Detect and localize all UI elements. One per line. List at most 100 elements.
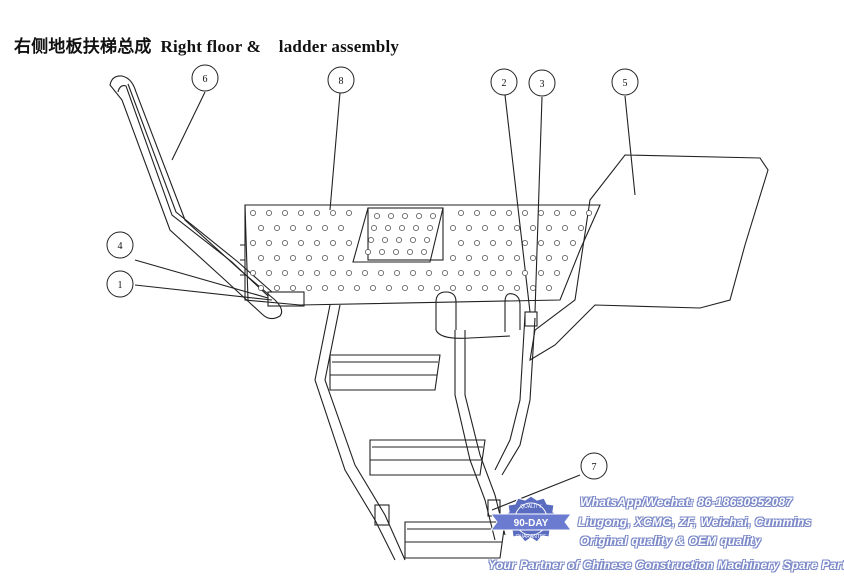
floor-hole <box>306 285 312 291</box>
floor-hole <box>427 225 433 231</box>
floor-hole <box>322 255 328 261</box>
step-3 <box>404 521 506 559</box>
callout-6: 6 <box>191 64 219 92</box>
seal-bottom-text: GUARANTEE <box>515 534 547 540</box>
guarantee-seal: 90-DAY QUALITY GUARANTEE <box>490 495 572 543</box>
floor-hole <box>402 285 408 291</box>
callout-5-label: 5 <box>623 78 628 89</box>
anti-slip-panel <box>367 207 444 261</box>
floor-hole <box>338 225 344 231</box>
floor-hole <box>466 285 472 291</box>
floor-hole <box>394 270 400 276</box>
floor-hole <box>378 270 384 276</box>
floor-hole <box>506 210 512 216</box>
floor-hole <box>306 225 312 231</box>
floor-hole <box>346 270 352 276</box>
floor-hole <box>266 210 272 216</box>
floor-hole <box>578 225 584 231</box>
floor-hole <box>396 237 402 243</box>
watermark-contact: WhatsApp/Wechat: 86-18630952087 <box>580 495 793 509</box>
callout-6-label: 6 <box>203 74 208 85</box>
floor-hole <box>522 270 528 276</box>
floor-hole <box>538 270 544 276</box>
floor-hole <box>314 270 320 276</box>
floor-hole <box>498 225 504 231</box>
floor-hole <box>466 255 472 261</box>
floor-hole <box>379 249 385 255</box>
floor-hole <box>498 255 504 261</box>
floor-hole <box>490 270 496 276</box>
floor-hole <box>546 285 552 291</box>
floor-hole <box>258 225 264 231</box>
floor-hole <box>402 213 408 219</box>
floor-hole <box>474 240 480 246</box>
floor-hole <box>554 270 560 276</box>
ladder-stringer-left <box>314 304 396 561</box>
callout-5: 5 <box>611 68 639 96</box>
floor-hole <box>434 285 440 291</box>
floor-hole <box>371 225 377 231</box>
floor-hole <box>474 270 480 276</box>
floor-hole <box>258 255 264 261</box>
floor-hole <box>450 255 456 261</box>
seal-main-text: 90-DAY <box>514 518 549 529</box>
floor-hole <box>282 270 288 276</box>
floor-hole <box>399 225 405 231</box>
floor-hole <box>421 249 427 255</box>
floor-hole <box>490 240 496 246</box>
floor-hole <box>410 270 416 276</box>
floor-hole <box>413 225 419 231</box>
floor-hole <box>562 255 568 261</box>
floor-hole <box>538 210 544 216</box>
floor-hole <box>514 285 520 291</box>
floor-hole <box>466 225 472 231</box>
floor-hole <box>250 240 256 246</box>
floor-hole <box>522 240 528 246</box>
floor-hole <box>298 240 304 246</box>
floor-hole <box>290 285 296 291</box>
floor-hole <box>368 237 374 243</box>
callout-3-label: 3 <box>540 79 545 90</box>
floor-hole <box>424 237 430 243</box>
floor-hole <box>365 249 371 255</box>
callout-4: 4 <box>106 231 134 259</box>
watermark-brands: Liugong, XCMG, ZF, Weichai, Cummins <box>578 515 812 529</box>
callout-balloons: 6 8 2 3 5 4 1 7 <box>106 64 639 480</box>
floor-hole <box>450 285 456 291</box>
step-1 <box>329 354 441 391</box>
floor-hole <box>458 210 464 216</box>
floor-hole <box>490 210 496 216</box>
floor-hole <box>530 285 536 291</box>
floor-hole <box>407 249 413 255</box>
floor-hole <box>322 285 328 291</box>
floor-hole <box>314 240 320 246</box>
floor-hole <box>298 270 304 276</box>
floor-hole <box>482 285 488 291</box>
floor-hole <box>482 255 488 261</box>
floor-hole <box>388 213 394 219</box>
floor-hole <box>474 210 480 216</box>
callout-8: 8 <box>327 66 355 94</box>
callout-1: 1 <box>106 270 134 298</box>
floor-hole <box>274 225 280 231</box>
floor-hole <box>586 210 592 216</box>
floor-hole <box>330 210 336 216</box>
callout-2-label: 2 <box>502 78 507 89</box>
watermark-tagline: Your Partner of Chinese Construction Mac… <box>488 558 844 572</box>
floor-hole <box>418 285 424 291</box>
floor-hole <box>322 225 328 231</box>
floor-hole <box>458 240 464 246</box>
floor-hole <box>282 210 288 216</box>
callout-3: 3 <box>528 69 556 97</box>
floor-hole <box>514 255 520 261</box>
hole-pattern <box>250 210 592 291</box>
floor-hole <box>522 210 528 216</box>
handrail <box>109 75 283 320</box>
floor-hole <box>354 285 360 291</box>
callout-1-label: 1 <box>118 280 123 291</box>
floor-hole <box>416 213 422 219</box>
floor-hole <box>346 210 352 216</box>
floor-hole <box>426 270 432 276</box>
floor-hole <box>306 255 312 261</box>
